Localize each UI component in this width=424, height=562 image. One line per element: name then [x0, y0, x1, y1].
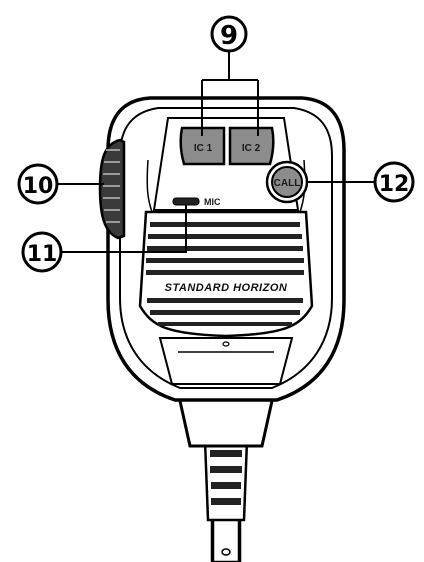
ic1-label: IC 1: [194, 143, 213, 154]
lower-housing: [158, 337, 294, 385]
callout-9-leader: [201, 52, 259, 136]
callout-12: 12: [307, 161, 415, 203]
call-button[interactable]: CALL: [265, 160, 309, 204]
callout-9-number: 9: [220, 21, 238, 51]
callout-11: 11: [21, 205, 187, 273]
callout-10: 10: [17, 163, 104, 205]
mic-label: MIC: [204, 197, 221, 207]
callout-11-leader: [61, 205, 187, 253]
ic1-button[interactable]: IC 1: [179, 126, 226, 166]
callout-12-number: 12: [379, 172, 410, 197]
ic2-label: IC 2: [242, 143, 261, 154]
brand-logo: STANDARD HORIZON: [165, 282, 288, 294]
call-label: CALL: [274, 178, 301, 189]
ptt-switch[interactable]: [98, 138, 126, 240]
callout-9: 9: [201, 15, 259, 136]
ic2-button[interactable]: IC 2: [228, 126, 275, 166]
callout-11-number: 11: [27, 242, 58, 267]
callout-10-number: 10: [23, 174, 54, 199]
cable: [203, 438, 249, 562]
speaker-grille: STANDARD HORIZON: [138, 210, 314, 338]
